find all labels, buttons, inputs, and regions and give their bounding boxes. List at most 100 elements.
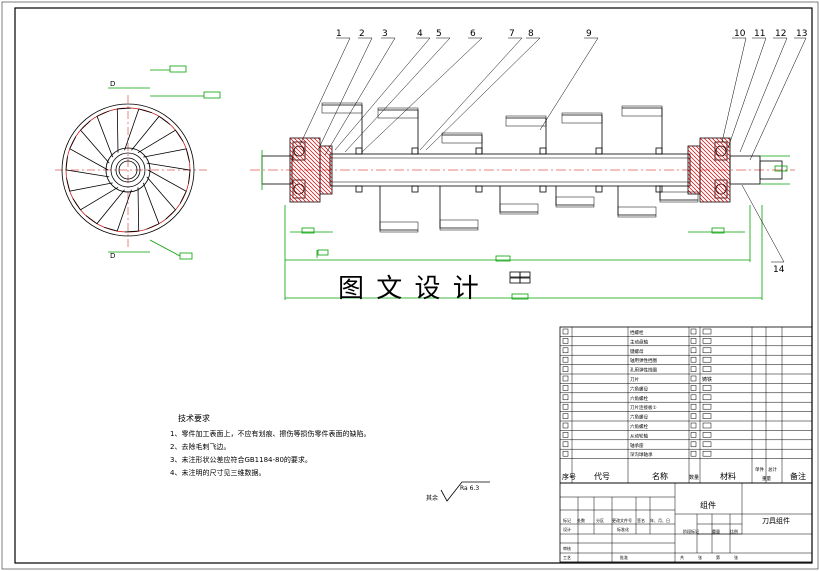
end-view-blade xyxy=(66,177,113,192)
shaft-blade-plate xyxy=(617,206,657,218)
bom-material-box xyxy=(702,347,712,354)
hatch-line xyxy=(319,169,333,183)
end-view-blade xyxy=(116,107,131,153)
leader-11: 11 xyxy=(754,29,765,39)
bom-item-name: 轴用弹性挡圈 xyxy=(630,357,657,364)
hatch-line xyxy=(699,141,731,173)
end-view-blade xyxy=(85,189,125,225)
end-view: D D xyxy=(55,65,221,260)
leader-9: 9 xyxy=(586,29,592,39)
bom-item-name: 六角螺栓 xyxy=(630,395,648,402)
bom-check xyxy=(690,338,697,344)
leader-line xyxy=(324,37,396,156)
drawing-name: 组件 xyxy=(700,500,716,510)
leader-labels: 1 2 3 4 5 6 7 8 9 10 11 12 13 14 xyxy=(336,29,807,275)
bom-check xyxy=(690,394,697,401)
roughness-value: Ra 6.3 xyxy=(460,485,479,492)
shaft-blade-plate xyxy=(561,112,603,124)
hatch-line xyxy=(699,157,731,189)
hatch-line xyxy=(699,165,731,197)
bom-check xyxy=(690,441,697,448)
bolt-head xyxy=(475,147,483,155)
hatch-line xyxy=(289,165,321,197)
tb-count: 处数 xyxy=(577,517,585,523)
hatch-line xyxy=(687,149,701,163)
shaft-blade-lower xyxy=(499,186,538,213)
leader-line xyxy=(727,37,767,149)
hatch-line xyxy=(699,149,731,181)
bom-header-name: 名称 xyxy=(652,471,668,481)
hatch-line xyxy=(319,157,333,171)
hatch-line xyxy=(699,161,731,193)
leader-line xyxy=(317,37,373,151)
bom-header-remark: 备注 xyxy=(790,471,806,481)
tb-design: 设计 xyxy=(563,526,571,532)
bom-check xyxy=(690,422,697,429)
inner-frame xyxy=(14,7,813,564)
hatch-line xyxy=(327,145,333,151)
bom-material-box xyxy=(702,413,712,419)
leader-1: 1 xyxy=(336,29,342,39)
tb-sign: 签名 xyxy=(637,517,645,523)
end-view-blade xyxy=(69,136,109,171)
bolt-head xyxy=(411,147,419,155)
tech-item-3: 3、未注形状公差应符合GB1184-80的要求。 xyxy=(170,455,312,464)
part-name: 刀具组件 xyxy=(762,516,790,525)
hatch-line xyxy=(289,145,321,177)
shaft-blade-upper xyxy=(378,109,419,154)
tb-mark: 标记 xyxy=(563,517,571,523)
hatch-line xyxy=(699,181,721,203)
bom-item-name: 六角螺母 xyxy=(630,385,648,392)
hatch-line xyxy=(319,173,333,187)
leader-line xyxy=(334,37,431,151)
bom-header-material: 材料 xyxy=(720,471,736,481)
bom-item-name: 六角螺栓 xyxy=(630,423,648,430)
tb-page: 第 xyxy=(716,554,720,560)
bom-item-name: 轴承座 xyxy=(630,442,644,449)
bom-check xyxy=(690,413,697,419)
leader-5: 5 xyxy=(436,29,442,39)
bom-check xyxy=(690,375,697,382)
hatch-line xyxy=(319,161,333,175)
bolt-head xyxy=(475,185,483,193)
bom-check xyxy=(562,375,569,382)
end-view-blade xyxy=(124,108,152,151)
shaft-blade-plate xyxy=(379,221,419,233)
hatch-line xyxy=(687,165,701,179)
leader-line xyxy=(739,37,788,153)
hatch-line xyxy=(699,197,705,203)
hatch-line xyxy=(687,169,701,183)
hatch-line xyxy=(319,145,333,159)
bolt-head xyxy=(655,185,663,193)
hatch-line xyxy=(715,137,731,153)
hatch-line xyxy=(289,141,321,173)
bom-check xyxy=(562,441,569,448)
watermark-text: 图 文 设 计 xyxy=(338,274,481,304)
hatch-line xyxy=(687,161,701,175)
bom-check xyxy=(690,347,697,354)
end-view-blade xyxy=(65,156,110,178)
hatch-line xyxy=(319,189,325,195)
bom-check xyxy=(690,366,697,372)
hatch-line xyxy=(699,185,717,203)
bom-material-box xyxy=(702,394,712,401)
bom-material-box xyxy=(702,338,712,344)
hatch-line xyxy=(289,193,299,203)
hatch-line xyxy=(699,153,731,185)
bom-check xyxy=(562,356,569,363)
bom-check xyxy=(562,347,569,354)
tb-process: 工艺 xyxy=(563,555,571,560)
bom-item-name: 刀片 xyxy=(630,376,639,383)
end-view-blade xyxy=(143,148,190,163)
hatch-line xyxy=(687,145,701,159)
bom-material-box xyxy=(702,403,712,410)
bom-header-code: 代号 xyxy=(594,471,610,481)
hatch-line xyxy=(301,137,321,157)
shaft-blade-lower xyxy=(555,186,594,206)
hatch-line xyxy=(289,161,321,193)
bom-check xyxy=(562,328,569,335)
leader-8: 8 xyxy=(528,29,534,39)
tb-approve: 批准 xyxy=(620,554,628,560)
leader-3: 3 xyxy=(382,29,388,39)
